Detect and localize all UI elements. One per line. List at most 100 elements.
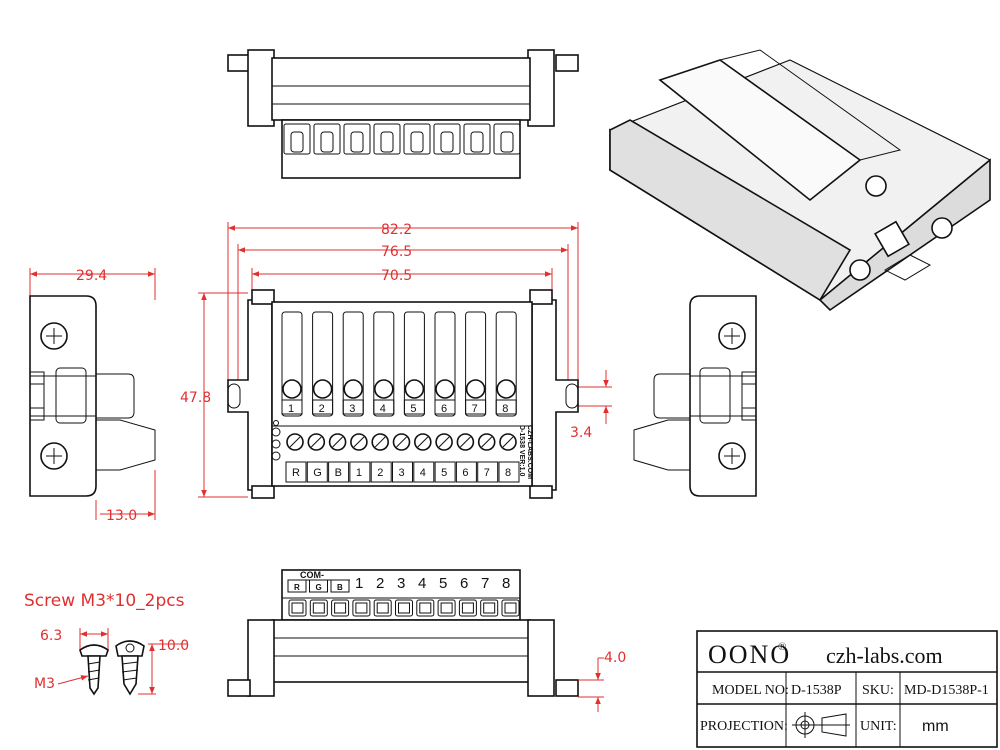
terminal: G <box>306 433 328 483</box>
terminal: B <box>328 433 350 483</box>
channel-label: 2 <box>319 403 325 415</box>
channel-label: 6 <box>441 403 447 415</box>
terminal-label: R <box>292 467 300 479</box>
channel-label: 8 <box>502 403 508 415</box>
com-sub-label: G <box>316 583 322 592</box>
terminal-label: 8 <box>505 467 511 479</box>
channel-indicator <box>404 379 425 399</box>
screw-detail: Screw M3*10_2pcs 6.3 10.0 M3 <box>24 591 189 696</box>
right-side-view <box>633 295 757 497</box>
terminal-label-box <box>392 461 413 483</box>
channel-label-box <box>403 399 425 415</box>
dim-screw-head: 6.3 <box>40 628 62 644</box>
model-label: MODEL NO: <box>712 683 789 698</box>
dim-side-width: 29.4 <box>76 268 107 284</box>
com-sub-label: R <box>294 583 300 592</box>
terminal-label: B <box>335 467 342 479</box>
bottom-channel-label: 8 <box>502 575 510 592</box>
channel-label-box <box>373 399 395 415</box>
channel-slot <box>342 311 364 417</box>
channel-label-box <box>434 399 456 415</box>
dim-inner-width: 70.5 <box>381 268 412 284</box>
terminal-label-box <box>413 461 435 483</box>
dim-base-offset: 4.0 <box>604 650 626 666</box>
terminal-label-box <box>370 461 392 483</box>
terminal: 8 <box>498 433 520 483</box>
channel-slot <box>495 311 517 417</box>
bottom-channel-label: 6 <box>460 575 468 592</box>
screw-thread-label: M3 <box>34 676 55 692</box>
terminal-label: 3 <box>399 467 405 479</box>
terminal: 7 <box>477 433 499 483</box>
channel-label: 5 <box>410 403 416 415</box>
title-block: OONO ® czh-labs.com MODEL NO: D-1538P SK… <box>696 630 998 748</box>
dim-side-base: 13.0 <box>106 508 137 524</box>
terminal: 2 <box>370 433 392 483</box>
channel-indicator <box>282 379 302 399</box>
channel-slot <box>373 311 395 417</box>
terminal: 6 <box>455 433 477 483</box>
channel-label-box <box>281 399 303 415</box>
terminal-label-box <box>328 461 350 483</box>
terminal: 4 <box>413 433 435 483</box>
terminal-label: 7 <box>484 467 490 479</box>
bottom-channel-label: 3 <box>397 575 405 592</box>
terminal-label-box <box>349 461 371 483</box>
terminal: 3 <box>392 433 413 483</box>
terminal-label-box <box>498 461 520 483</box>
channel-label-box <box>495 399 517 415</box>
sku-value: MD-D1538P-1 <box>904 683 989 698</box>
terminal-label-box <box>285 461 307 483</box>
dim-rail-width: 76.5 <box>381 244 412 260</box>
channel-indicator <box>343 379 364 399</box>
isometric-view <box>608 49 992 312</box>
site-text: CZH-LABS.COM <box>526 425 533 479</box>
terminal-label: 4 <box>420 467 426 479</box>
com-label: COM- <box>300 570 324 580</box>
channel-slot <box>312 311 334 417</box>
unit-label: UNIT: <box>860 719 897 734</box>
version-text: D-1538 VER:1.0 <box>518 425 525 476</box>
bottom-channel-label: 5 <box>439 575 447 592</box>
terminal: R <box>285 433 307 483</box>
left-side-view: 29.4 13.0 <box>29 268 156 524</box>
channel-indicator <box>496 379 517 399</box>
bottom-channel-label: 2 <box>376 575 384 592</box>
projection-label: PROJECTION: <box>700 719 788 734</box>
com-sub-label: B <box>337 583 343 592</box>
channel-label-box <box>342 399 364 415</box>
unit-value: mm <box>922 718 949 735</box>
screw-note: Screw M3*10_2pcs <box>24 591 185 611</box>
bottom-channel-label: 1 <box>355 575 363 592</box>
terminal-label: 1 <box>356 467 362 479</box>
brand-registered: ® <box>778 641 786 653</box>
terminal-label: 2 <box>377 467 383 479</box>
terminal: 1 <box>349 433 371 483</box>
dim-slot-offset: 3.4 <box>570 425 592 441</box>
bottom-channel-label: 7 <box>481 575 489 592</box>
terminal-label-box <box>455 461 477 483</box>
projection-symbol <box>792 712 850 738</box>
channel-label: 1 <box>288 403 294 415</box>
channel-indicator <box>373 379 394 399</box>
dim-screw-length: 10.0 <box>158 638 189 654</box>
channel-label-box <box>312 399 334 415</box>
dim-height: 47.8 <box>180 390 211 406</box>
dim-overall-width: 82.2 <box>381 222 412 238</box>
bottom-channel-label: 4 <box>418 575 426 592</box>
channel-slot <box>465 311 487 417</box>
channel-label: 4 <box>380 403 386 415</box>
channel-slot <box>434 311 456 417</box>
channel-label: 3 <box>349 403 355 415</box>
brand-name: OONO <box>708 640 791 669</box>
channel-slot <box>281 311 303 417</box>
brand-website: czh-labs.com <box>826 643 943 668</box>
terminal-label-box <box>477 461 499 483</box>
channel-label-box <box>465 399 487 415</box>
top-view <box>227 49 579 179</box>
terminal-label: 5 <box>441 467 447 479</box>
channel-slot <box>403 311 425 417</box>
terminal-label-box <box>306 461 328 483</box>
